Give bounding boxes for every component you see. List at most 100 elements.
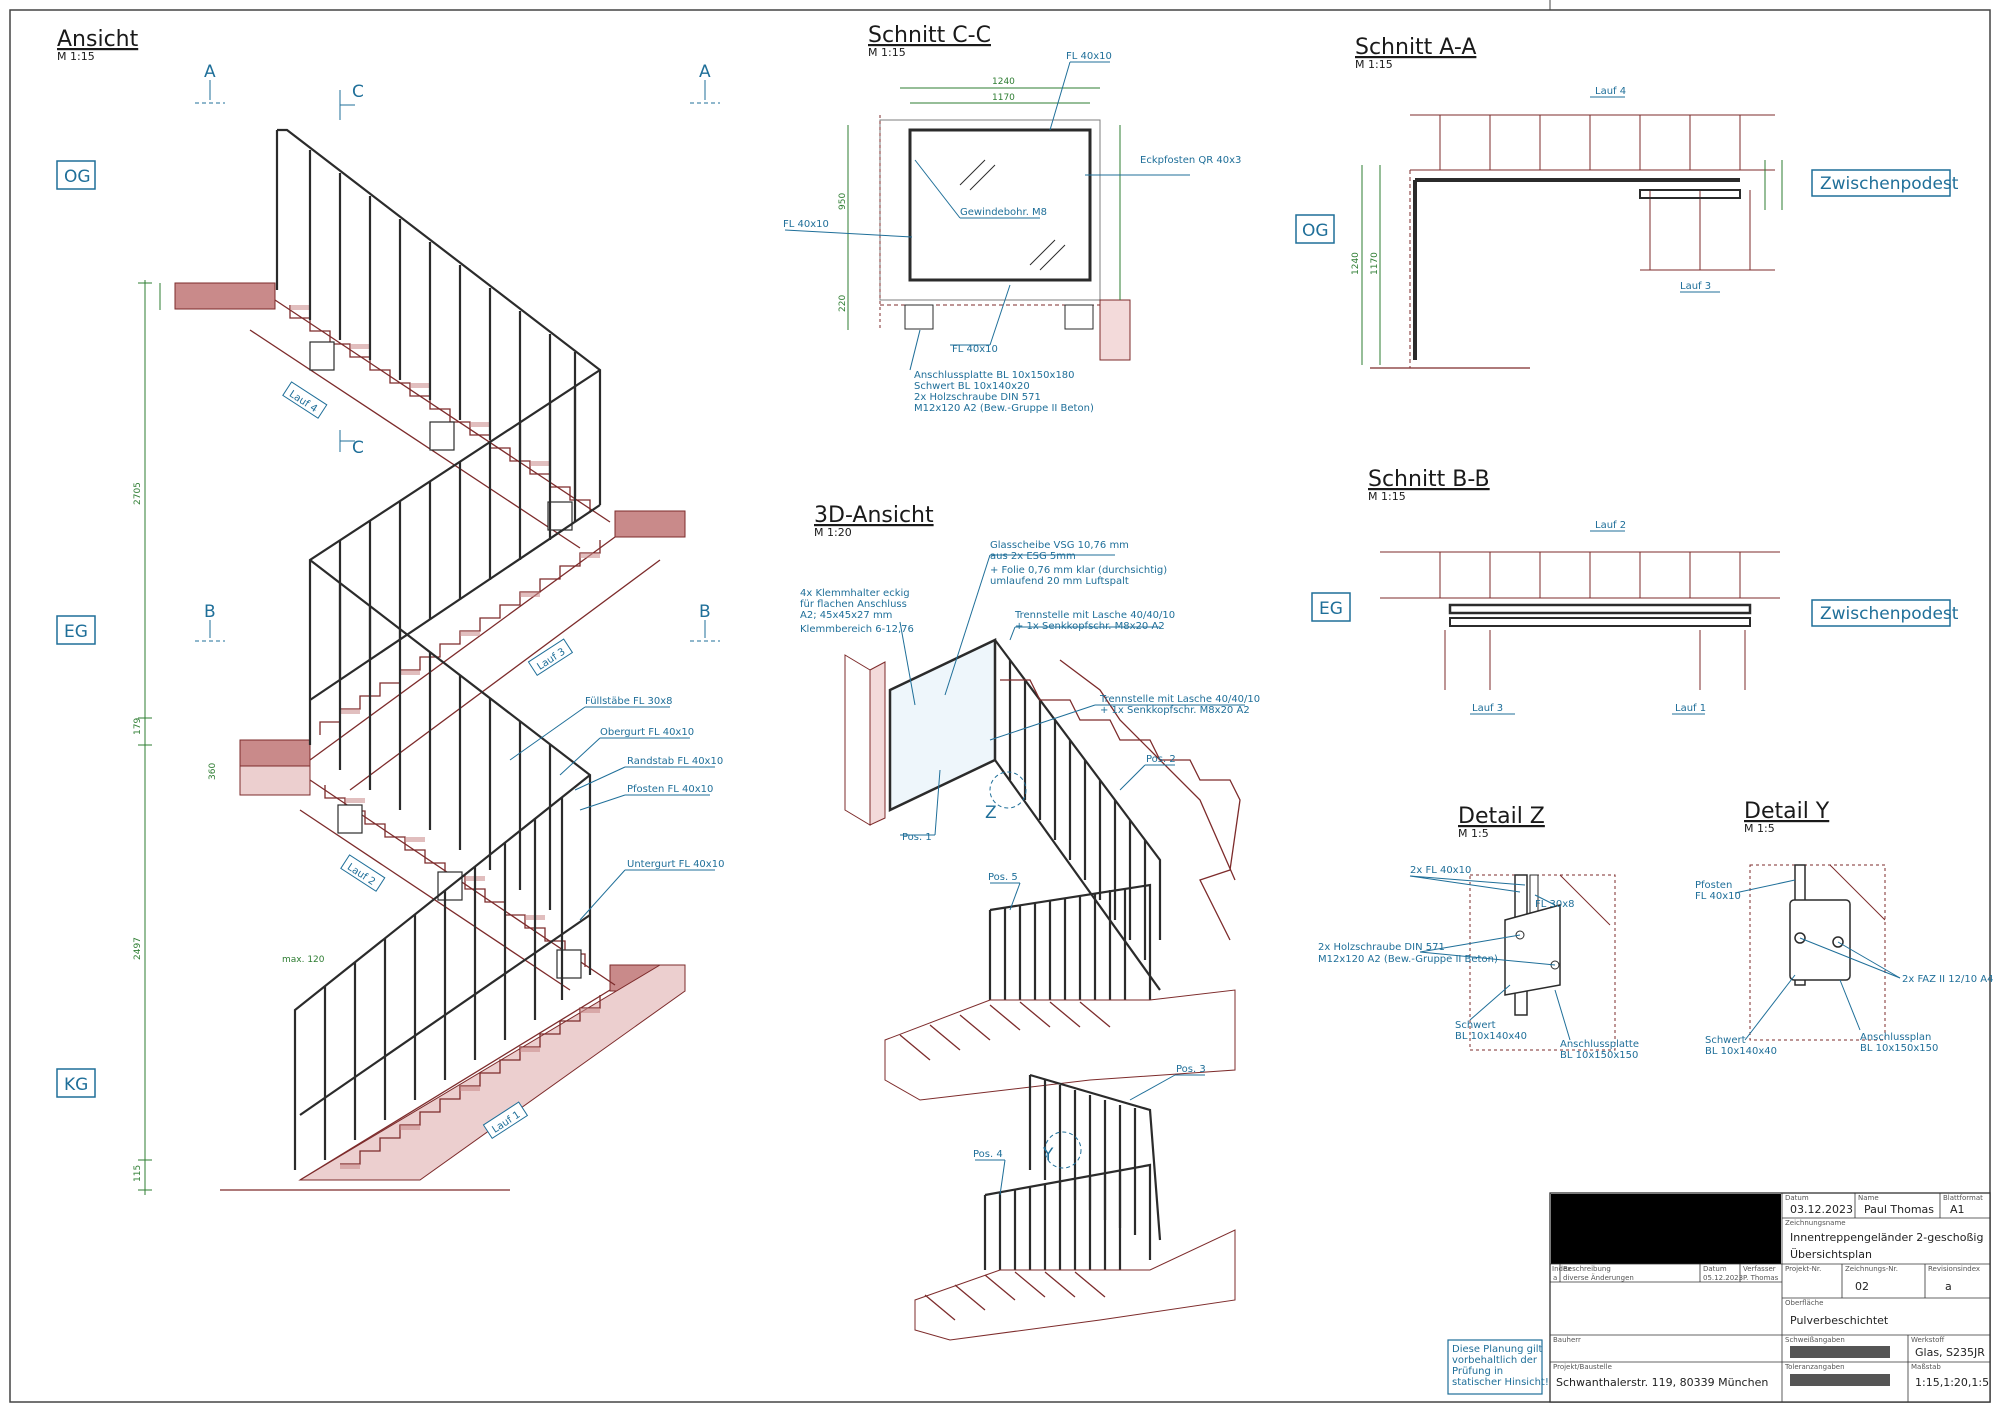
tb-projekt-bau: Schwanthalerstr. 119, 80339 München	[1556, 1376, 1768, 1389]
schnitt-cc-title: Schnitt C-C	[868, 23, 991, 48]
callout-glas-4: umlaufend 20 mm Luftspalt	[990, 576, 1129, 587]
ansicht-3d-drawing	[844, 638, 1241, 1341]
dim-2705: 2705	[133, 482, 143, 505]
dim-aa-1170: 1170	[1370, 252, 1380, 275]
aa-lauf3: Lauf 3	[1680, 281, 1711, 292]
detail-y-schwert: Schwert	[1705, 1035, 1746, 1046]
tb-werkstoff: Glas, S235JR	[1915, 1346, 1985, 1359]
detail-z-schraube-1: 2x Holzschraube DIN 571	[1318, 942, 1445, 953]
detail-z-scale: M 1:5	[1458, 827, 1489, 840]
tb-name-label: Name	[1858, 1194, 1879, 1202]
callout-trenn1-b: + 1x Senkkopfschr. M8x20 A2	[1015, 621, 1165, 632]
tb-datum: 03.12.2023	[1790, 1203, 1853, 1216]
logo-redacted	[1551, 1194, 1781, 1264]
flight-labels: Lauf 4 Lauf 3 Lauf 2 Lauf 1	[282, 381, 574, 1140]
dim-aa-1240: 1240	[1351, 252, 1361, 275]
detail-y-scale: M 1:5	[1744, 822, 1775, 835]
callout-pos4: Pos. 4	[973, 1149, 1003, 1160]
zwischenpodest-tag-aa: Zwischenpodest	[1811, 169, 1959, 197]
detail-z-fl: 2x FL 40x10	[1410, 865, 1471, 876]
callout-cc-fl4010-top: FL 40x10	[1066, 51, 1112, 62]
disclaimer-line-2: vorbehaltlich der	[1452, 1355, 1538, 1366]
detail-z-leaders	[1409, 875, 1571, 1041]
detail-z-drawing	[1469, 874, 1616, 1051]
level-tag-eg-bb: EG	[1311, 592, 1351, 622]
detail-z-anschluss: Anschlussplatte	[1560, 1039, 1639, 1050]
tb-zeichnung-nr: 02	[1855, 1280, 1869, 1293]
callout-glas-1: Glasscheibe VSG 10,76 mm	[990, 540, 1129, 551]
callout-anschluss-2: Schwert BL 10x140x20	[914, 381, 1030, 392]
callout-trenn2-b: + 1x Senkkopfschr. M8x20 A2	[1100, 705, 1250, 716]
tb-beschreibung-label: Beschreibung	[1563, 1265, 1611, 1273]
detail-z-anschluss-2: BL 10x150x150	[1560, 1050, 1638, 1061]
schnitt-cc-drawing	[879, 115, 1131, 361]
dim-cc-1240: 1240	[992, 77, 1015, 87]
tb-format: A1	[1950, 1203, 1965, 1216]
callout-pos5: Pos. 5	[988, 872, 1018, 883]
tb-projekt-label: Projekt-Nr.	[1785, 1265, 1821, 1273]
schnitt-bb-drawing	[1380, 551, 1780, 690]
disclaimer-line-1: Diese Planung gilt	[1452, 1344, 1543, 1355]
detail-y-schwert-2: BL 10x140x40	[1705, 1046, 1777, 1057]
callout-trenn2-a: Trennstelle mit Lasche 40/40/10	[1099, 694, 1260, 705]
detail-y-pfosten-2: FL 40x10	[1695, 891, 1741, 902]
dim-179: 179	[133, 718, 143, 735]
level-og-label: OG	[64, 167, 91, 187]
disclaimer-box: Diese Planung gilt vorbehaltlich der Prü…	[1447, 1339, 1549, 1395]
schnitt-bb-scale: M 1:15	[1368, 490, 1406, 503]
disclaimer-line-4: statischer Hinsicht!	[1452, 1377, 1549, 1388]
section-a-left: A	[204, 62, 216, 82]
tb-zeichnungsname-1: Innentreppengeländer 2-geschoßig	[1790, 1231, 1983, 1244]
dim-cc-950: 950	[838, 193, 848, 210]
detail-z-schwert: Schwert	[1455, 1020, 1496, 1031]
section-c-top: C	[352, 82, 364, 102]
callout-anschluss-4: M12x120 A2 (Bew.-Gruppe II Beton)	[914, 403, 1094, 414]
callout-fuellstaebe: Füllstäbe FL 30x8	[585, 696, 673, 707]
callout-untergurt: Untergurt FL 40x10	[627, 859, 724, 870]
callout-pos1: Pos. 1	[902, 832, 932, 843]
title-block: Datum 03.12.2023 Name Paul Thomas Blattf…	[1549, 1192, 1991, 1403]
callout-klemm-4: Klemmbereich 6-12,76	[800, 624, 914, 635]
tb-projekt-bau-label: Projekt/Baustelle	[1553, 1363, 1612, 1371]
tb-revision: a	[1945, 1280, 1952, 1293]
section-b-right: B	[699, 602, 711, 622]
schnitt-cc-scale: M 1:15	[868, 46, 906, 59]
callout-pos2: Pos. 2	[1146, 754, 1176, 765]
level-tag-eg: EG	[56, 615, 96, 645]
tb-toleranz-label: Toleranzangaben	[1784, 1363, 1845, 1371]
level-eg-bb-label: EG	[1319, 599, 1343, 619]
dim-cc-1170: 1170	[992, 93, 1015, 103]
callout-pos3: Pos. 3	[1176, 1064, 1206, 1075]
tb-zeichnung-nr-label: Zeichnungs-Nr.	[1845, 1265, 1898, 1273]
tb-rev-datum: 05.12.2023	[1703, 1274, 1743, 1282]
schnitt-bb-title: Schnitt B-B	[1368, 467, 1490, 492]
tb-massstab-label: Maßstab	[1911, 1363, 1941, 1371]
detail-y-drawing	[1749, 864, 1886, 1041]
ansicht-title: Ansicht	[57, 27, 139, 52]
detail-y-pfosten: Pfosten	[1695, 880, 1732, 891]
schnitt-aa-title: Schnitt A-A	[1355, 35, 1476, 60]
ansicht-3d-leaders	[899, 554, 1245, 1196]
tb-revision-label: Revisionsindex	[1928, 1265, 1980, 1273]
tb-zeichnungsname-label: Zeichnungsname	[1785, 1219, 1846, 1227]
section-b-left: B	[204, 602, 216, 622]
level-tag-kg: KG	[56, 1068, 96, 1098]
bb-lauf1: Lauf 1	[1675, 703, 1706, 714]
tb-name: Paul Thomas	[1864, 1203, 1934, 1216]
tb-massstab: 1:15,1:20,1:5	[1915, 1376, 1989, 1389]
ansicht-3d-title: 3D-Ansicht	[814, 503, 934, 528]
level-eg-label: EG	[64, 622, 88, 642]
dim-cc-220: 220	[838, 295, 848, 312]
level-tag-og: OG	[56, 160, 96, 190]
tb-bauherr-label: Bauherr	[1553, 1336, 1581, 1344]
callout-glas-2: aus 2x ESG 5mm	[990, 551, 1076, 562]
tb-index-label: Index	[1552, 1265, 1571, 1273]
railing-leader-lines	[509, 706, 715, 921]
level-tag-og-aa: OG	[1295, 214, 1335, 244]
detail-z-schraube-2: M12x120 A2 (Bew.-Gruppe II Beton)	[1318, 954, 1498, 965]
tb-oberflaeche: Pulverbeschichtet	[1790, 1314, 1889, 1327]
detail-y-anschluss: Anschlussplan	[1860, 1032, 1931, 1043]
aa-lauf4: Lauf 4	[1595, 86, 1626, 97]
bb-lauf3: Lauf 3	[1472, 703, 1503, 714]
